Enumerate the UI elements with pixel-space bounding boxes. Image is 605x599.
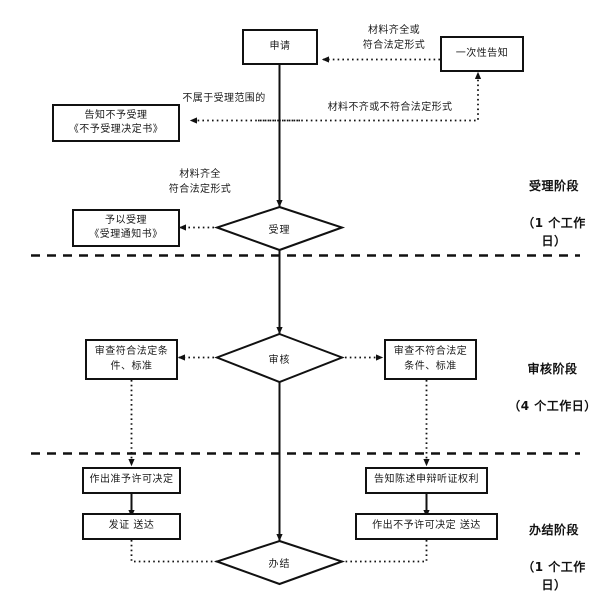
stage-acceptance-name: 受理阶段: [528, 178, 579, 193]
node-make-permit-decision[interactable]: 作出准予许可决定: [82, 467, 181, 494]
stage-review-name: 审核阶段: [527, 361, 578, 376]
node-review-pass-line1: 审查符合法定条: [94, 346, 169, 357]
node-notify-statement-rights[interactable]: 告知陈述申辩听证权利: [365, 467, 488, 494]
node-grant-acceptance[interactable]: 予以受理 《受理通知书》: [72, 209, 180, 247]
node-make-deny-decision[interactable]: 作出不予许可决定 送达: [355, 513, 498, 540]
stage-completion-name: 办结阶段: [528, 522, 579, 537]
wire-deny-to-complete: [327, 540, 428, 565]
node-review-pass[interactable]: 审查符合法定条 件、标准: [85, 339, 178, 380]
node-grant-acceptance-line2: 《受理通知书》: [89, 229, 163, 240]
stage-completion-duration: （1 个工作 日）: [522, 559, 586, 593]
node-accept-label: 受理: [268, 225, 291, 236]
node-notify-reject-line2: 《不予受理决定书》: [68, 124, 164, 135]
edge-label-materials-incomplete: 材料不齐或不符合法定形式: [327, 102, 453, 113]
stage-label-acceptance: 受理阶段 （1 个工作 日）: [508, 158, 600, 270]
node-issue-and-deliver[interactable]: 发证 送达: [82, 513, 181, 540]
node-issue-and-deliver-label: 发证 送达: [108, 520, 155, 532]
stage-label-review: 审核阶段 （4 个工作日）: [500, 341, 605, 434]
node-review-pass-line2: 件、标准: [110, 360, 153, 372]
node-notify-rights-label: 告知陈述申辩听证权利: [374, 474, 479, 486]
node-apply[interactable]: 申请: [242, 29, 318, 65]
node-make-deny-label: 作出不予许可决定 送达: [372, 520, 481, 532]
node-complete-label: 办结: [268, 559, 291, 570]
edge-label-not-in-scope: 不属于受理范围的: [182, 93, 266, 104]
node-apply-label: 申请: [269, 40, 291, 52]
node-complete-diamond[interactable]: 办结: [217, 541, 342, 584]
node-one-time-notice-label: 一次性告知: [455, 47, 509, 59]
node-review-fail[interactable]: 审查不符合法定 条件、标准: [384, 339, 477, 380]
node-review-fail-line2: 条件、标准: [404, 360, 457, 372]
stage-label-completion: 办结阶段 （1 个工作 日）: [508, 502, 600, 599]
node-make-permit-label: 作出准予许可决定: [89, 474, 174, 486]
node-review-diamond[interactable]: 审核: [217, 334, 342, 382]
node-accept-diamond[interactable]: 受理: [217, 207, 342, 250]
node-one-time-notice[interactable]: 一次性告知: [440, 36, 524, 72]
stage-acceptance-duration: （1 个工作 日）: [522, 215, 586, 249]
edge-label-materials-complete-legal: 材料齐全 符合法定形式: [168, 169, 232, 195]
edge-label-materials-complete-or-legal: 材料齐全或 符合法定形式: [362, 25, 426, 51]
node-notify-reject-acceptance[interactable]: 告知不予受理 《不予受理决定书》: [52, 104, 180, 142]
node-notify-reject-line1: 告知不予受理: [84, 109, 148, 121]
node-review-label: 审核: [268, 354, 291, 366]
stage-review-duration: （4 个工作日）: [508, 398, 597, 413]
node-grant-acceptance-line1: 予以受理: [105, 214, 147, 226]
node-review-fail-line1: 审查不符合法定: [393, 346, 468, 357]
